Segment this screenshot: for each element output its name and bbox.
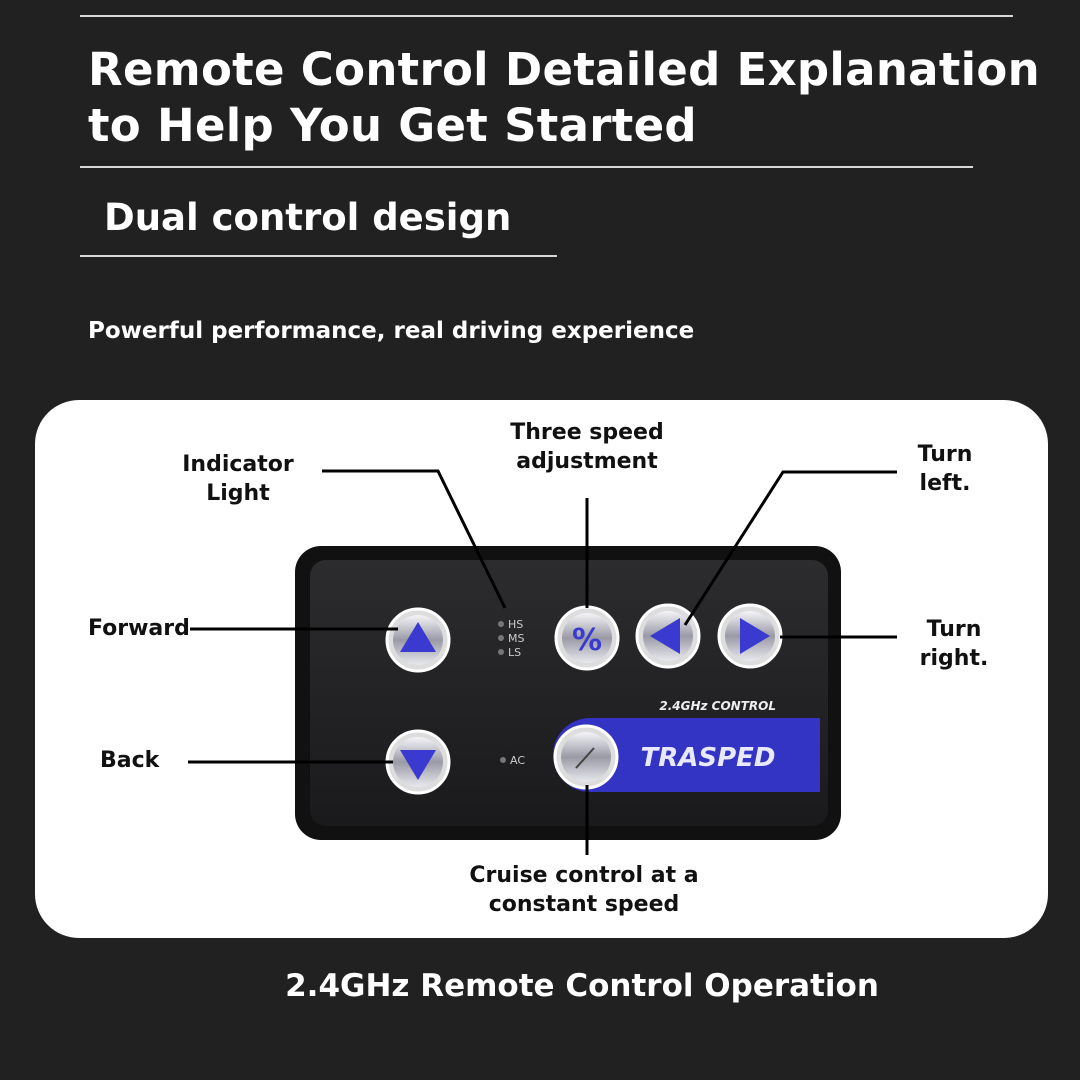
right-arrow-icon [740, 618, 770, 654]
right-text-2: right. [919, 646, 989, 671]
cruise-button[interactable] [553, 724, 619, 790]
up-arrow-icon [400, 622, 436, 652]
callout-turn-right: Turn right. [914, 615, 994, 673]
speed-button[interactable]: % [554, 605, 620, 671]
subtitle-rule [80, 255, 557, 257]
turn-right-button[interactable] [717, 603, 783, 669]
callout-cruise: Cruise control at a constant speed [432, 861, 736, 919]
title-rule [80, 166, 973, 168]
band-label: 2.4GHz CONTROL [659, 699, 776, 713]
brand-logo: TRASPED [640, 743, 775, 773]
remote-body [295, 546, 841, 840]
title-line-2: to Help You Get Started [88, 99, 697, 152]
callout-turn-left: Turn left. [905, 440, 985, 498]
down-arrow-icon [400, 750, 436, 780]
callout-forward: Forward [88, 616, 190, 641]
left-arrow-icon [650, 618, 680, 654]
indicator-lights: HS MS LS AC [498, 618, 525, 767]
indicator-ls: LS [508, 646, 521, 659]
indicator-hs: HS [508, 618, 523, 631]
forward-button[interactable] [385, 607, 451, 673]
turn-left-button[interactable] [635, 603, 701, 669]
callout-back: Back [100, 748, 160, 773]
back-button[interactable] [385, 729, 451, 795]
callout-speed: Three speed adjustment [482, 418, 692, 476]
cruise-band [553, 718, 820, 792]
cruise-text-2: constant speed [488, 892, 680, 917]
top-rule [80, 15, 1013, 17]
indicator-ac: AC [510, 754, 525, 767]
page-title: Remote Control Detailed Explanation to H… [88, 42, 1040, 154]
right-text-1: Turn [926, 617, 982, 642]
percent-icon: % [572, 623, 602, 658]
subtitle: Dual control design [104, 196, 512, 239]
gauge-needle-icon [575, 747, 595, 769]
cruise-text-1: Cruise control at a [469, 863, 699, 888]
speed-text-1: Three speed [510, 420, 664, 445]
caption: 2.4GHz Remote Control Operation [285, 968, 879, 1004]
indicator-text-2: Light [206, 481, 270, 506]
speed-text-2: adjustment [516, 449, 658, 474]
indicator-text-1: Indicator [182, 452, 294, 477]
callout-lines [188, 469, 897, 855]
tagline: Powerful performance, real driving exper… [88, 318, 695, 344]
left-text-2: left. [919, 471, 971, 496]
indicator-ms: MS [508, 632, 524, 645]
title-line-1: Remote Control Detailed Explanation [88, 43, 1040, 96]
left-text-1: Turn [917, 442, 973, 467]
